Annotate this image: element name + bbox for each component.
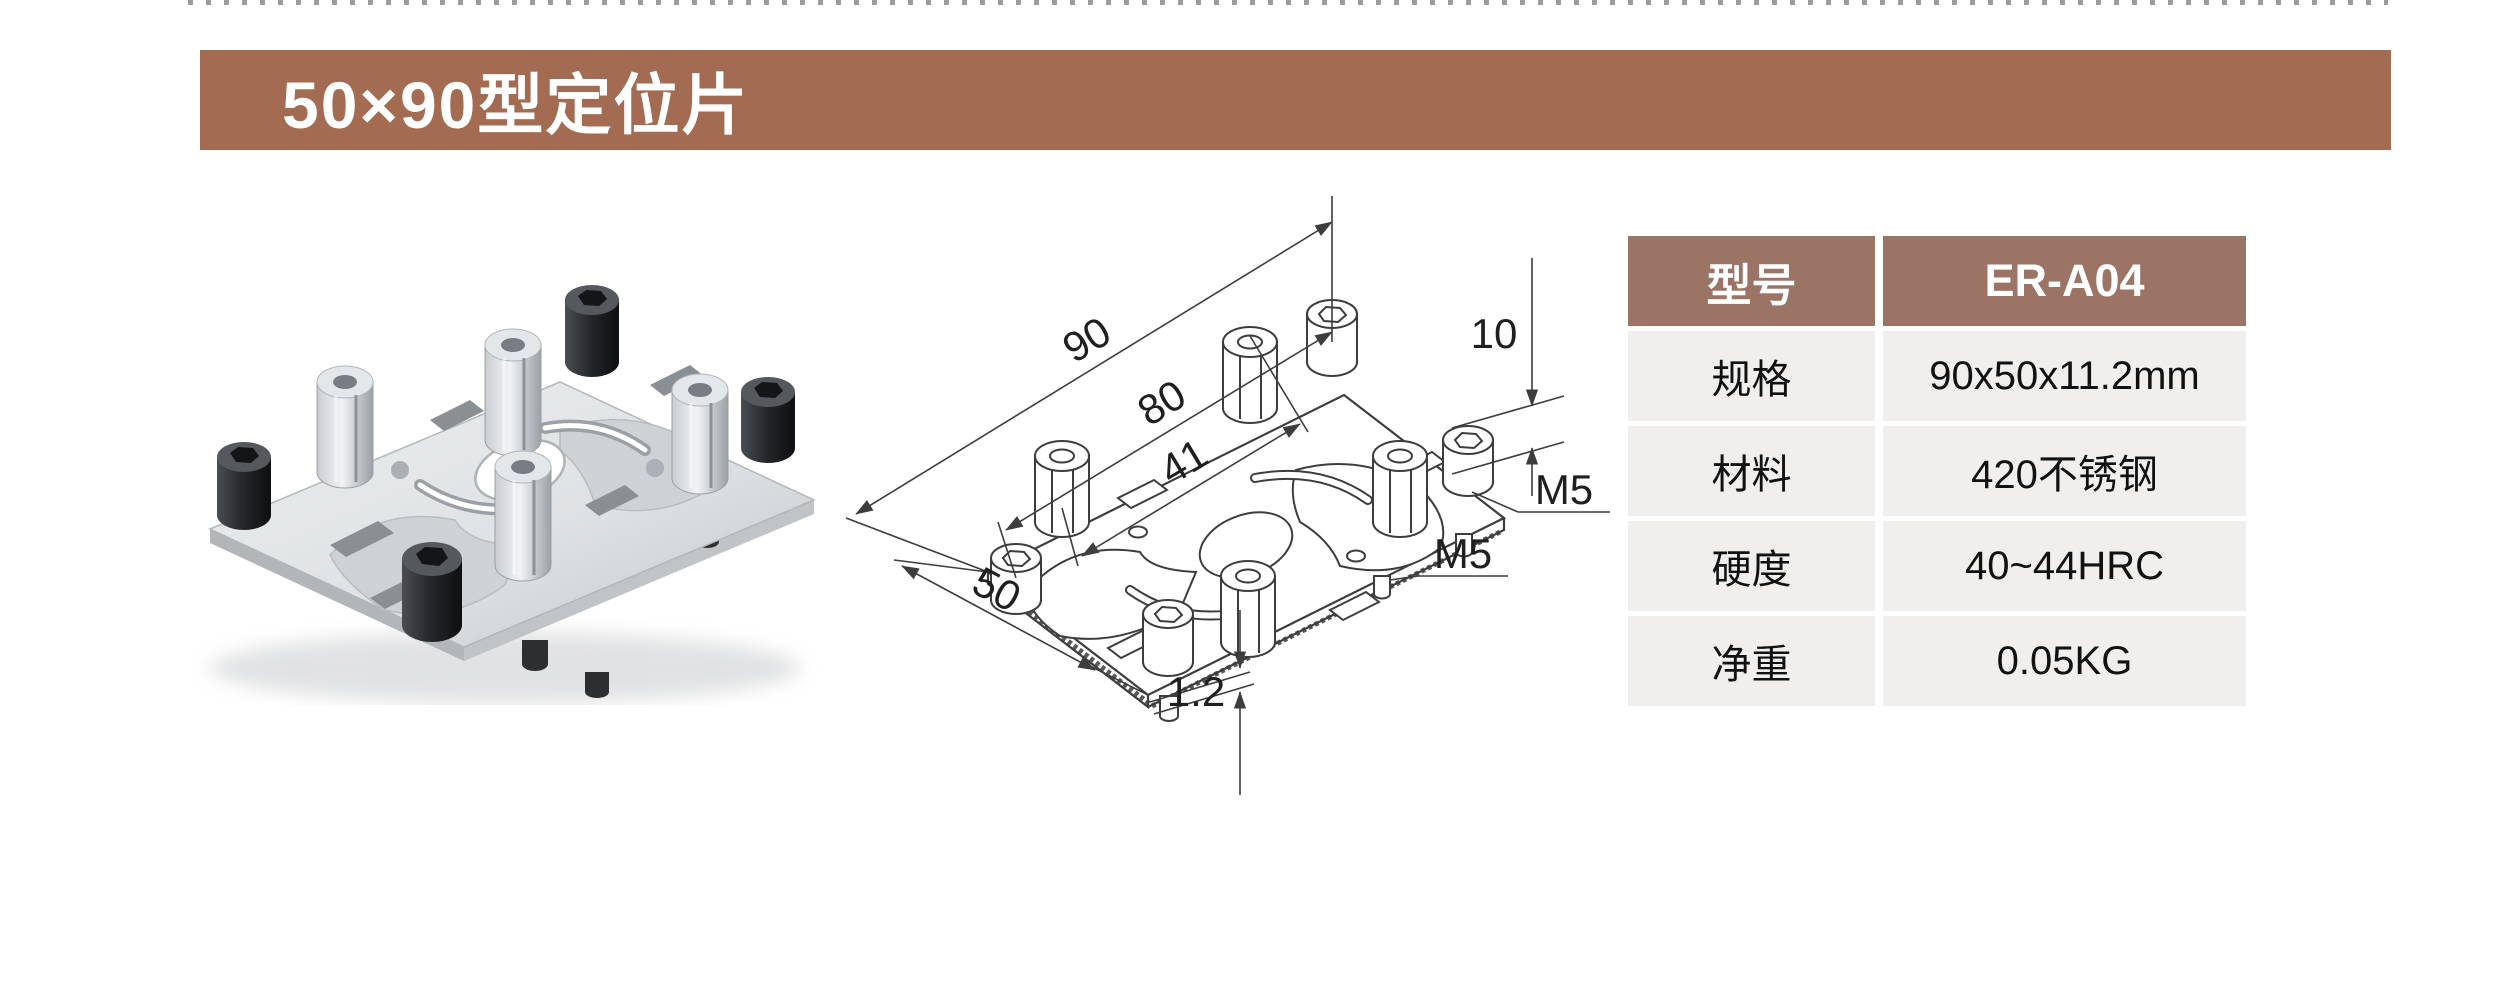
plate-side-left [210,529,464,661]
dim-1-2-label: 1.2 [1167,668,1225,715]
black-nut-far [565,285,619,377]
spec-header-label: 型号 [1628,236,1875,326]
spec-row-label: 规格 [1628,331,1875,421]
dim-90-label: 90 [1054,307,1118,371]
dim-m5-mid-label: M5 [1434,530,1492,577]
spec-row-value: 90x50x11.2mm [1883,331,2246,421]
threaded-rods [994,529,1502,709]
silver-standoffs [316,328,729,582]
dim-m5-right-label: M5 [1535,466,1593,513]
standoff [671,373,729,495]
page-title: 50×90型定位片 [282,68,750,142]
product-photo [190,285,870,705]
spec-row-value: 0.05KG [1883,616,2246,706]
title-bar: 50×90型定位片 [200,50,2391,150]
technical-drawing: 90 80 41 10 50 1.2 M5 M5 [830,185,1640,800]
plate-side-right [464,500,814,661]
spec-header-value: ER-A04 [1883,236,2246,326]
dim-10-label: 10 [1471,310,1518,357]
product-shadow [210,632,800,704]
spec-row-label: 材料 [1628,426,1875,516]
spec-row-value: 40~44HRC [1883,521,2246,611]
black-nuts [217,377,795,642]
dimension-lines [845,196,1610,795]
standoff [484,328,542,457]
spec-row-label: 净重 [1628,616,1875,706]
spec-row-value: 420不锈钢 [1883,426,2246,516]
technical-drawing-svg: 90 80 41 10 50 1.2 M5 M5 [845,196,1610,795]
dim-80-label: 80 [1129,370,1193,434]
spec-row-label: 硬度 [1628,521,1875,611]
product-photo-svg [208,285,816,704]
dotted-divider [188,0,2388,5]
standoff [316,365,374,489]
standoff [494,450,552,582]
spec-table: 型号 ER-A04 规格 90x50x11.2mm 材料 420不锈钢 硬度 4… [1628,236,2246,706]
